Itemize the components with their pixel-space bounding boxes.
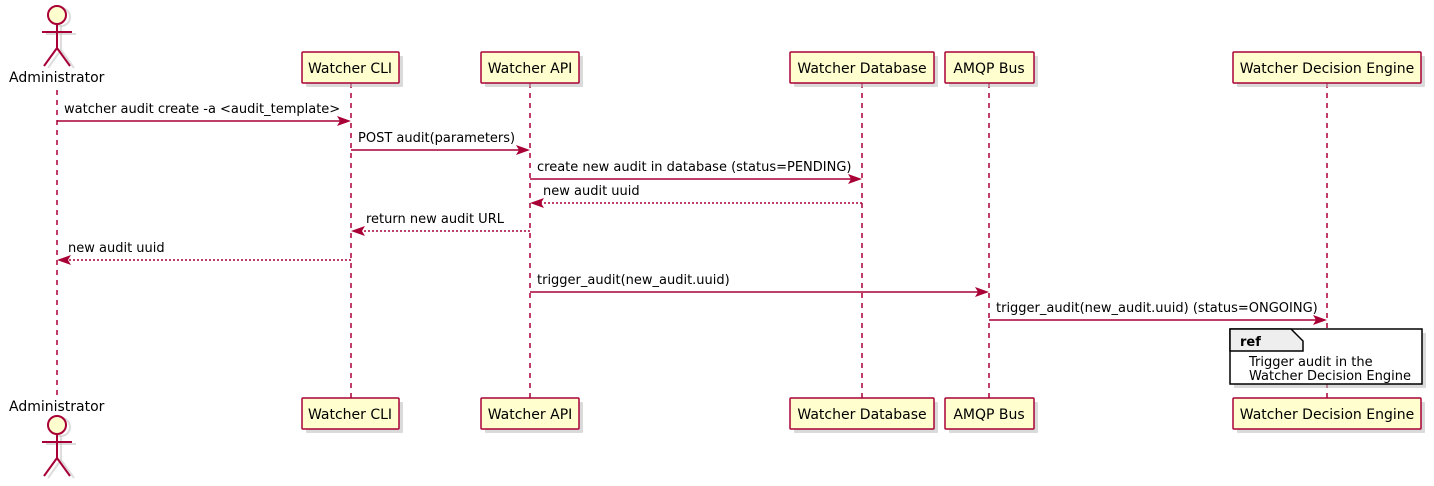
participant-label-watcher-decision-engine-bottom: Watcher Decision Engine bbox=[1240, 407, 1414, 423]
participant-box-watcher-decision-engine-bottom[interactable] bbox=[1232, 397, 1422, 430]
participant-label-watcher-cli-top: Watcher CLI bbox=[308, 61, 392, 77]
participant-label-watcher-decision-engine-top: Watcher Decision Engine bbox=[1240, 61, 1414, 77]
message-3-arrowhead bbox=[848, 174, 862, 184]
message-8[interactable]: trigger_audit(new_audit.uuid) (status=ON… bbox=[989, 301, 1327, 325]
actor-left-leg-line-bottom bbox=[43, 457, 58, 477]
message-6[interactable]: new audit uuid bbox=[57, 241, 351, 265]
participant-watcher-cli-top[interactable]: Watcher CLI bbox=[301, 51, 403, 87]
participant-box-watcher-cli-bottom[interactable] bbox=[301, 397, 400, 430]
message-6-arrowhead bbox=[57, 255, 71, 265]
message-2-arrowhead bbox=[516, 145, 530, 155]
actor-right-leg-line-bottom bbox=[56, 457, 71, 477]
actor-left-leg-line bbox=[43, 47, 58, 67]
message-8-arrowhead bbox=[1313, 315, 1327, 325]
actor-administrator-top[interactable]: Administrator bbox=[9, 5, 105, 86]
message-4-label: new audit uuid bbox=[543, 184, 640, 199]
participant-watcher-cli-bottom[interactable]: Watcher CLI bbox=[301, 397, 403, 433]
participant-watcher-decision-engine-top[interactable]: Watcher Decision Engine bbox=[1232, 51, 1425, 87]
participant-box-watcher-api-bottom[interactable] bbox=[480, 397, 580, 430]
participant-box-watcher-database-top[interactable] bbox=[789, 51, 935, 84]
participant-label-watcher-database-bottom: Watcher Database bbox=[797, 407, 926, 423]
message-1[interactable]: watcher audit create -a <audit_template> bbox=[57, 102, 351, 126]
message-1-arrowhead bbox=[337, 116, 351, 126]
message-7-arrowhead bbox=[975, 287, 989, 297]
participant-watcher-database-top[interactable]: Watcher Database bbox=[789, 51, 938, 87]
participant-amqp-bus-top[interactable]: AMQP Bus bbox=[944, 51, 1038, 87]
participant-label-watcher-database-top: Watcher Database bbox=[797, 61, 926, 77]
actor-head-icon bbox=[47, 5, 67, 25]
message-2[interactable]: POST audit(parameters) bbox=[351, 131, 530, 155]
message-2-label: POST audit(parameters) bbox=[358, 131, 515, 146]
message-4-arrowhead bbox=[530, 198, 544, 208]
participant-box-amqp-bus-top[interactable] bbox=[944, 51, 1035, 84]
message-3[interactable]: create new audit in database (status=PEN… bbox=[530, 160, 862, 184]
message-4[interactable]: new audit uuid bbox=[530, 184, 862, 208]
participant-watcher-api-bottom[interactable]: Watcher API bbox=[480, 397, 583, 433]
message-3-label: create new audit in database (status=PEN… bbox=[537, 160, 852, 175]
message-5[interactable]: return new audit URL bbox=[351, 212, 530, 236]
ref-fragment[interactable]: ref Trigger audit in the Watcher Decisio… bbox=[1229, 328, 1426, 388]
participant-box-amqp-bus-bottom[interactable] bbox=[944, 397, 1035, 430]
participant-box-watcher-database-bottom[interactable] bbox=[789, 397, 935, 430]
participant-label-watcher-api-top: Watcher API bbox=[488, 61, 573, 77]
message-7-label: trigger_audit(new_audit.uuid) bbox=[537, 273, 730, 288]
participant-watcher-api-top[interactable]: Watcher API bbox=[480, 51, 583, 87]
ref-fragment-keyword: ref bbox=[1240, 335, 1261, 350]
actor-right-leg-line bbox=[56, 47, 71, 67]
participant-label-amqp-bus-bottom: AMQP Bus bbox=[953, 407, 1024, 423]
participant-label-watcher-cli-bottom: Watcher CLI bbox=[308, 407, 392, 423]
participant-box-watcher-cli-top[interactable] bbox=[301, 51, 400, 84]
ref-fragment-tab bbox=[1229, 328, 1304, 352]
actor-head-icon-bottom bbox=[47, 415, 67, 435]
participant-box-watcher-decision-engine-top[interactable] bbox=[1232, 51, 1422, 84]
participant-box-watcher-api-top[interactable] bbox=[480, 51, 580, 84]
actor-label-administrator-bottom: Administrator bbox=[9, 399, 105, 415]
message-8-label: trigger_audit(new_audit.uuid) (status=ON… bbox=[996, 301, 1318, 316]
message-6-label: new audit uuid bbox=[68, 241, 165, 256]
ref-fragment-body-line-2: Watcher Decision Engine bbox=[1249, 369, 1411, 384]
actor-label-administrator-top: Administrator bbox=[9, 70, 105, 86]
participant-label-watcher-api-bottom: Watcher API bbox=[488, 407, 573, 423]
message-7[interactable]: trigger_audit(new_audit.uuid) bbox=[530, 273, 989, 297]
message-5-label: return new audit URL bbox=[366, 212, 505, 227]
participant-label-amqp-bus-top: AMQP Bus bbox=[953, 61, 1024, 77]
message-1-label: watcher audit create -a <audit_template> bbox=[64, 102, 340, 117]
participant-amqp-bus-bottom[interactable]: AMQP Bus bbox=[944, 397, 1038, 433]
participant-watcher-database-bottom[interactable]: Watcher Database bbox=[789, 397, 938, 433]
ref-fragment-body-line-1: Trigger audit in the bbox=[1248, 355, 1373, 370]
participant-watcher-decision-engine-bottom[interactable]: Watcher Decision Engine bbox=[1232, 397, 1425, 433]
lifelines-group bbox=[56, 83, 1328, 398]
actor-administrator-bottom[interactable]: Administrator bbox=[9, 399, 105, 479]
message-5-arrowhead bbox=[351, 226, 365, 236]
